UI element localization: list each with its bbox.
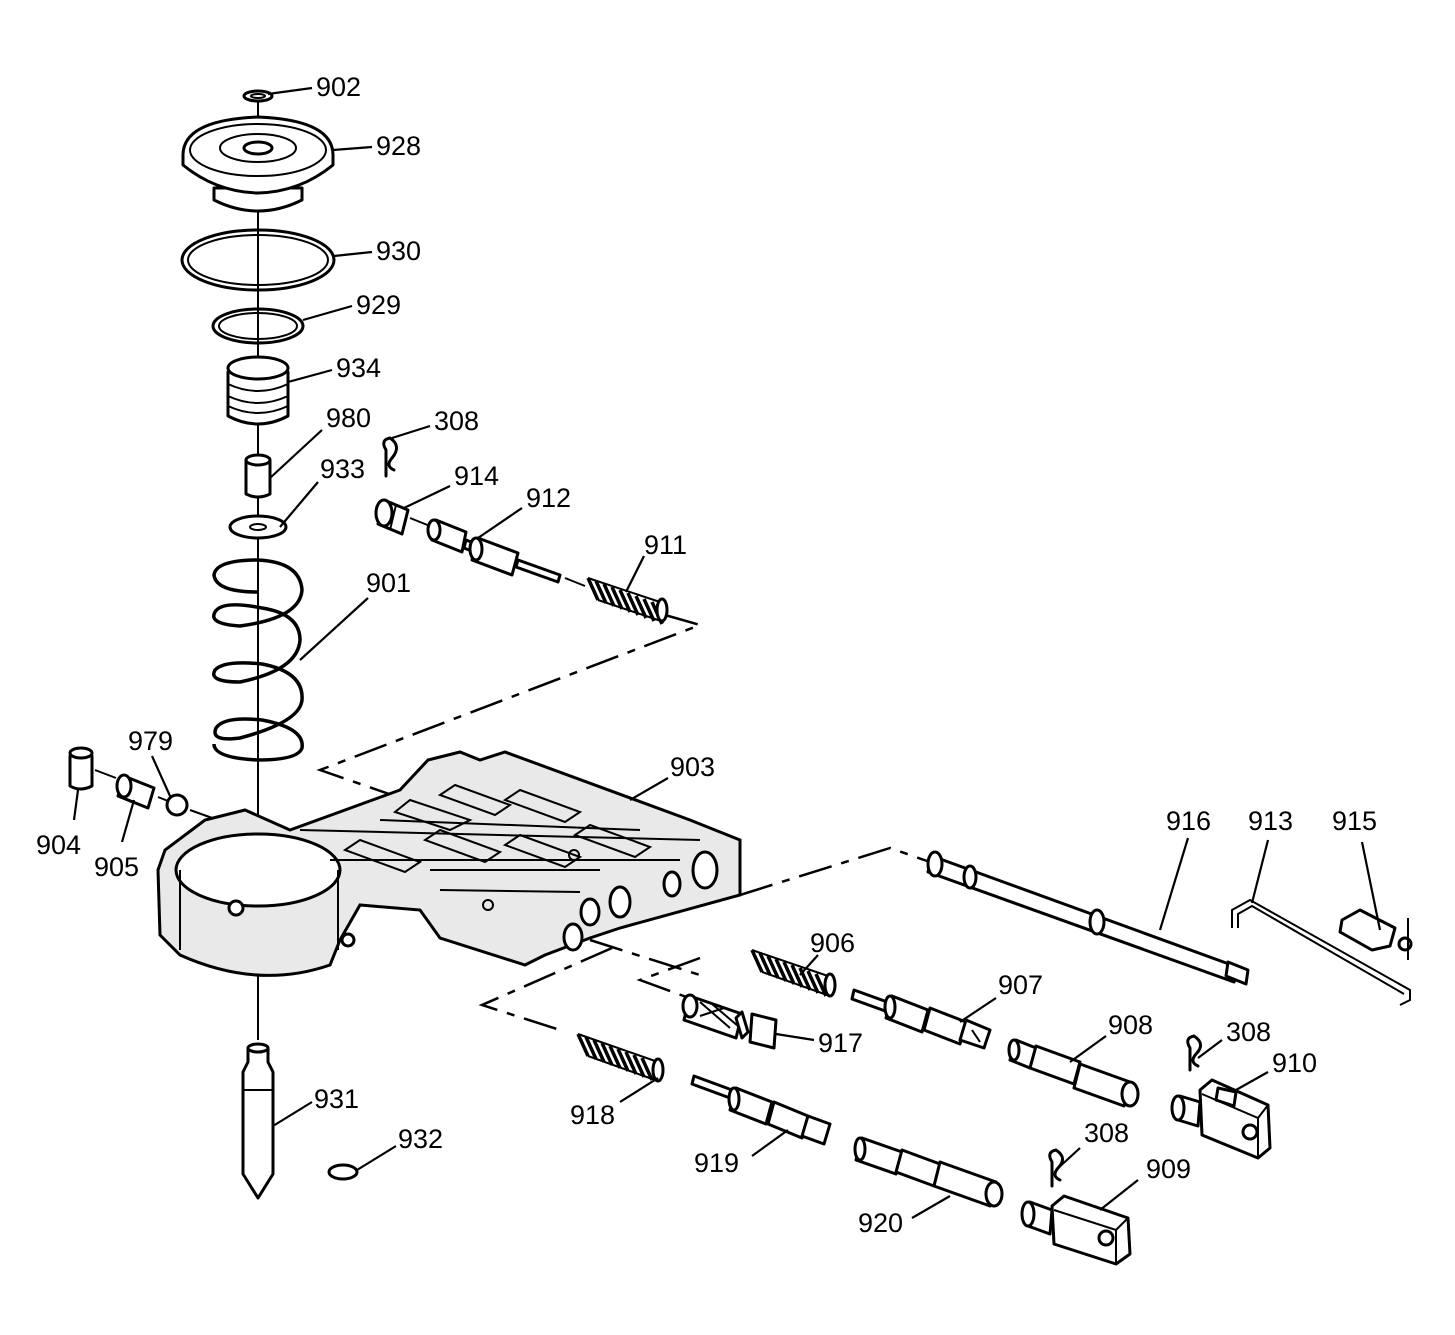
callout-906: 906 xyxy=(810,928,855,958)
part-912-valve xyxy=(409,517,562,584)
callout-904: 904 xyxy=(36,830,81,860)
callout-932: 932 xyxy=(398,1124,443,1154)
part-308-clip-middle xyxy=(1186,1034,1202,1072)
callout-912: 912 xyxy=(526,483,571,513)
part-906-spring xyxy=(750,949,837,998)
callout-920: 920 xyxy=(858,1208,903,1238)
part-907-valve xyxy=(850,988,992,1050)
callout-933: 933 xyxy=(320,454,365,484)
part-933-washer xyxy=(228,514,288,540)
part-905-plug xyxy=(115,773,156,810)
part-917-filter xyxy=(681,993,778,1050)
part-934-piston xyxy=(226,355,290,426)
alignment-dashes xyxy=(316,613,931,1032)
part-909-solenoid xyxy=(1020,1194,1132,1266)
callout-917: 917 xyxy=(818,1028,863,1058)
part-932-ring xyxy=(327,1163,359,1181)
callout-308-lower: 308 xyxy=(1084,1118,1129,1148)
callout-308-middle: 308 xyxy=(1226,1017,1271,1047)
part-910-solenoid xyxy=(1170,1078,1272,1160)
callout-901: 901 xyxy=(366,568,411,598)
part-913-link xyxy=(1231,898,1411,1006)
part-308-clip-upper xyxy=(382,436,398,478)
callout-913: 913 xyxy=(1248,806,1293,836)
part-919-valve xyxy=(690,1074,832,1146)
part-308-clip-lower xyxy=(1048,1148,1064,1188)
callout-903: 903 xyxy=(670,752,715,782)
callout-919: 919 xyxy=(694,1148,739,1178)
callout-905: 905 xyxy=(94,852,139,882)
callout-929: 929 xyxy=(356,290,401,320)
part-911-spring xyxy=(564,577,669,625)
leader-lines xyxy=(72,86,1382,1219)
callout-915: 915 xyxy=(1332,806,1377,836)
part-908-valve xyxy=(1007,1038,1140,1108)
part-929-seal xyxy=(211,307,305,345)
part-931-shaft xyxy=(241,1042,275,1200)
callout-930: 930 xyxy=(376,236,421,266)
callout-931: 931 xyxy=(314,1084,359,1114)
callout-308-upper: 308 xyxy=(434,406,479,436)
callout-911: 911 xyxy=(644,530,687,560)
part-904-sleeve xyxy=(68,746,117,791)
part-918-spring xyxy=(576,1033,665,1083)
callout-907: 907 xyxy=(998,970,1043,1000)
part-930-large-seal xyxy=(180,228,336,292)
callout-909: 909 xyxy=(1146,1154,1191,1184)
part-902-retainer-ring xyxy=(242,89,274,103)
callout-979: 979 xyxy=(128,726,173,756)
part-903-valve-body xyxy=(156,750,742,977)
part-928-cover xyxy=(181,115,335,213)
part-916-rod xyxy=(926,850,1250,986)
callout-908: 908 xyxy=(1108,1010,1153,1040)
callout-980: 980 xyxy=(326,403,371,433)
callout-916: 916 xyxy=(1166,806,1211,836)
callout-928: 928 xyxy=(376,131,421,161)
callout-910: 910 xyxy=(1272,1048,1317,1078)
part-915-bracket xyxy=(1338,908,1413,960)
part-914-plug xyxy=(374,498,410,536)
part-901-spring xyxy=(212,558,304,762)
part-980-pin xyxy=(244,453,272,499)
callout-902: 902 xyxy=(316,72,361,102)
part-920-valve xyxy=(853,1136,1004,1208)
callout-914: 914 xyxy=(454,461,499,491)
callout-934: 934 xyxy=(336,353,381,383)
callout-labels: 902 928 930 929 934 980 933 901 308 914 … xyxy=(36,72,1377,1238)
callout-918: 918 xyxy=(570,1100,615,1130)
